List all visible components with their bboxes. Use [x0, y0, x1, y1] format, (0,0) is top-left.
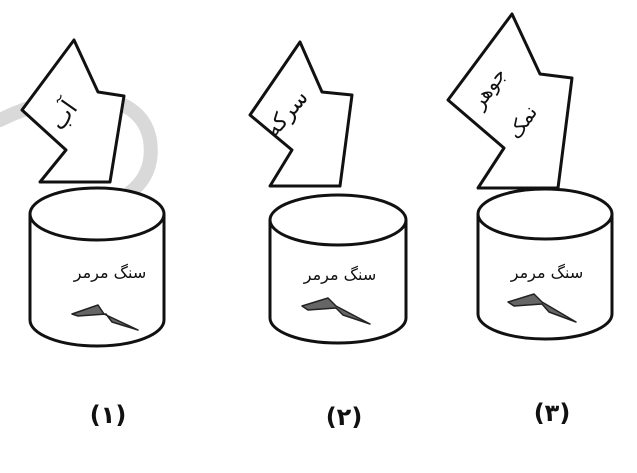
down-arrow-icon: [248, 40, 354, 188]
number-label-3: (۳): [534, 399, 571, 427]
cylinder-2: [268, 193, 408, 345]
experiment-2: سرکه سنگ مرمر (۲): [248, 40, 408, 431]
experiment-3: جوهر نمک سنگ مرمر (۳): [446, 12, 614, 427]
lightning-bolt-icon: [507, 293, 577, 323]
cylinder-label-2: سنگ مرمر: [303, 265, 376, 285]
down-arrow-icon: [446, 12, 574, 190]
cylinder-label-3: سنگ مرمر: [510, 263, 583, 283]
cylinder-label-1: سنگ مرمر: [73, 263, 146, 283]
lightning-bolt-icon: [301, 297, 371, 325]
experiment-1: آب سنگ مرمر (۱): [20, 38, 166, 429]
number-label-1: (۱): [90, 401, 127, 429]
cylinder-1: [28, 186, 166, 348]
down-arrow-icon: [20, 38, 126, 184]
number-label-2: (۲): [326, 403, 363, 431]
lightning-bolt-icon: [71, 304, 139, 331]
cylinder-3: [476, 187, 614, 341]
